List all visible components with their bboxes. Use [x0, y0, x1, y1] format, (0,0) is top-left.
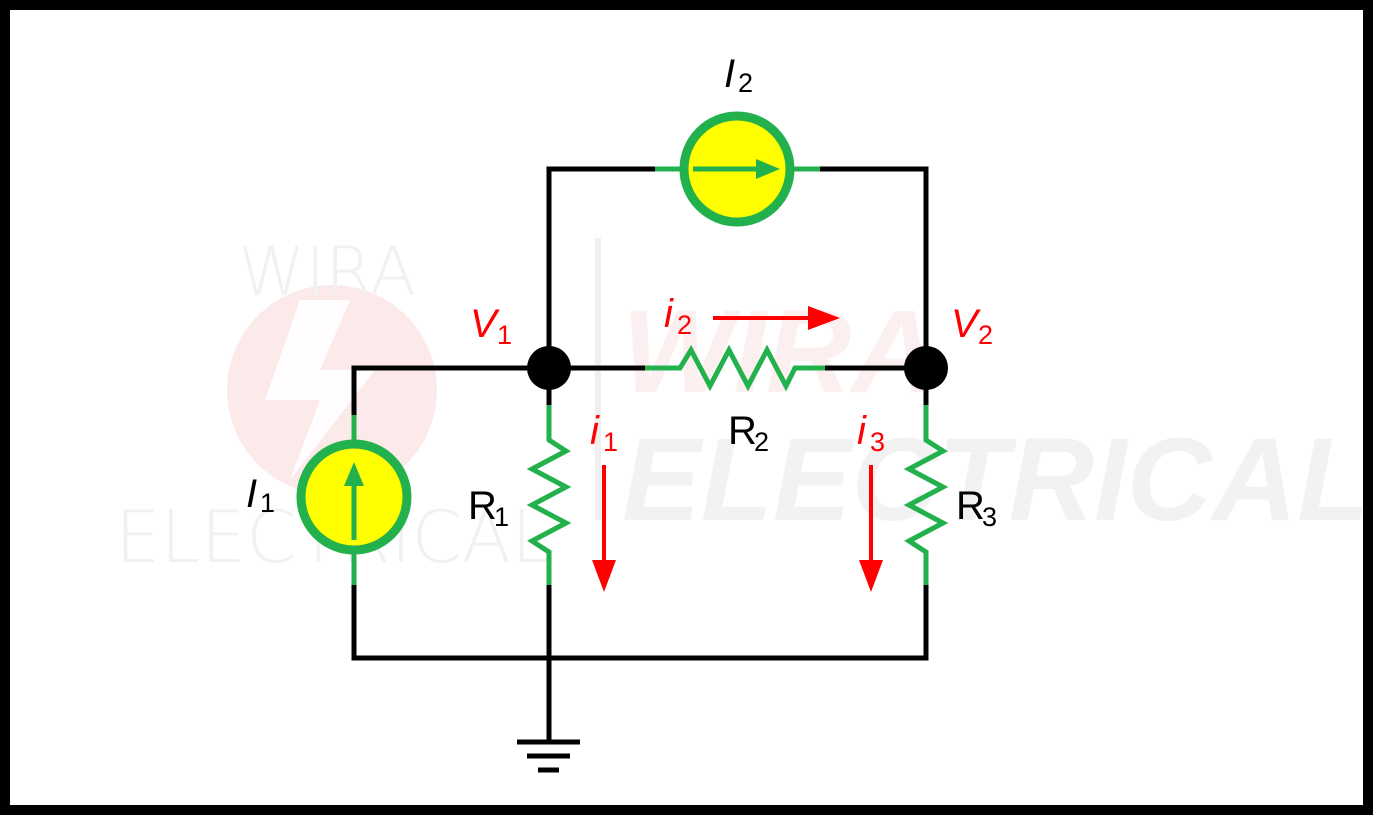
watermark-logo-bolt: [265, 300, 375, 480]
current-source-i2: [679, 111, 795, 227]
label-i2-current-sub: 2: [677, 310, 692, 340]
current-arrow-i3: [859, 465, 883, 592]
label-v1-main: V: [470, 302, 500, 346]
node-v1: [527, 346, 571, 390]
resistor-r1: [526, 405, 572, 585]
label-i1-current-sub: 1: [603, 427, 618, 457]
label-r1: R 1: [468, 484, 509, 532]
label-i1-source-main: I: [246, 472, 257, 516]
label-v1: V 1: [470, 302, 512, 350]
watermark-right-top: WIRA: [622, 286, 937, 418]
watermark-logo-circle: [227, 285, 437, 495]
resistor-r3: [903, 405, 949, 585]
label-r1-sub: 1: [494, 502, 509, 532]
label-i1-current-main: i: [590, 409, 600, 453]
label-i2-current: i 2: [664, 292, 692, 340]
label-v1-sub: 1: [497, 320, 512, 350]
label-r2: R 2: [728, 409, 769, 457]
label-i2-source-main: I: [724, 52, 735, 96]
label-v2-sub: 2: [978, 320, 993, 350]
label-i1-source: I 1: [246, 472, 275, 518]
label-i2-current-main: i: [664, 292, 674, 336]
label-i1-source-sub: 1: [260, 488, 275, 518]
label-r3: R 3: [956, 484, 997, 532]
label-i2-source-sub: 2: [738, 68, 753, 98]
label-v2-main: V: [951, 302, 981, 346]
wire-left-top: [351, 365, 552, 418]
label-r3-sub: 3: [982, 502, 997, 532]
label-i1-current: i 1: [590, 409, 618, 457]
watermark-right-bottom: ELECTRICAL: [622, 414, 1369, 546]
wire-top-left: [546, 166, 658, 371]
label-r2-main: R: [728, 409, 757, 453]
label-i3-current-main: i: [857, 409, 867, 453]
wire-bottom: [351, 582, 929, 661]
label-v2: V 2: [951, 302, 993, 350]
label-r1-main: R: [468, 484, 497, 528]
label-i2-source: I 2: [724, 52, 753, 98]
node-v2: [904, 346, 948, 390]
label-i3-current: i 3: [857, 409, 885, 457]
resistor-r2: [645, 344, 825, 392]
label-r2-sub: 2: [754, 427, 769, 457]
label-r3-main: R: [956, 484, 985, 528]
current-source-i1: [296, 439, 412, 555]
wire-top-right: [817, 166, 929, 371]
watermark-left-top: WIRA: [238, 233, 416, 312]
current-arrow-i1: [592, 465, 616, 592]
label-i3-current-sub: 3: [870, 427, 885, 457]
current-arrow-i2: [713, 306, 840, 330]
ground-symbol: [517, 739, 580, 773]
